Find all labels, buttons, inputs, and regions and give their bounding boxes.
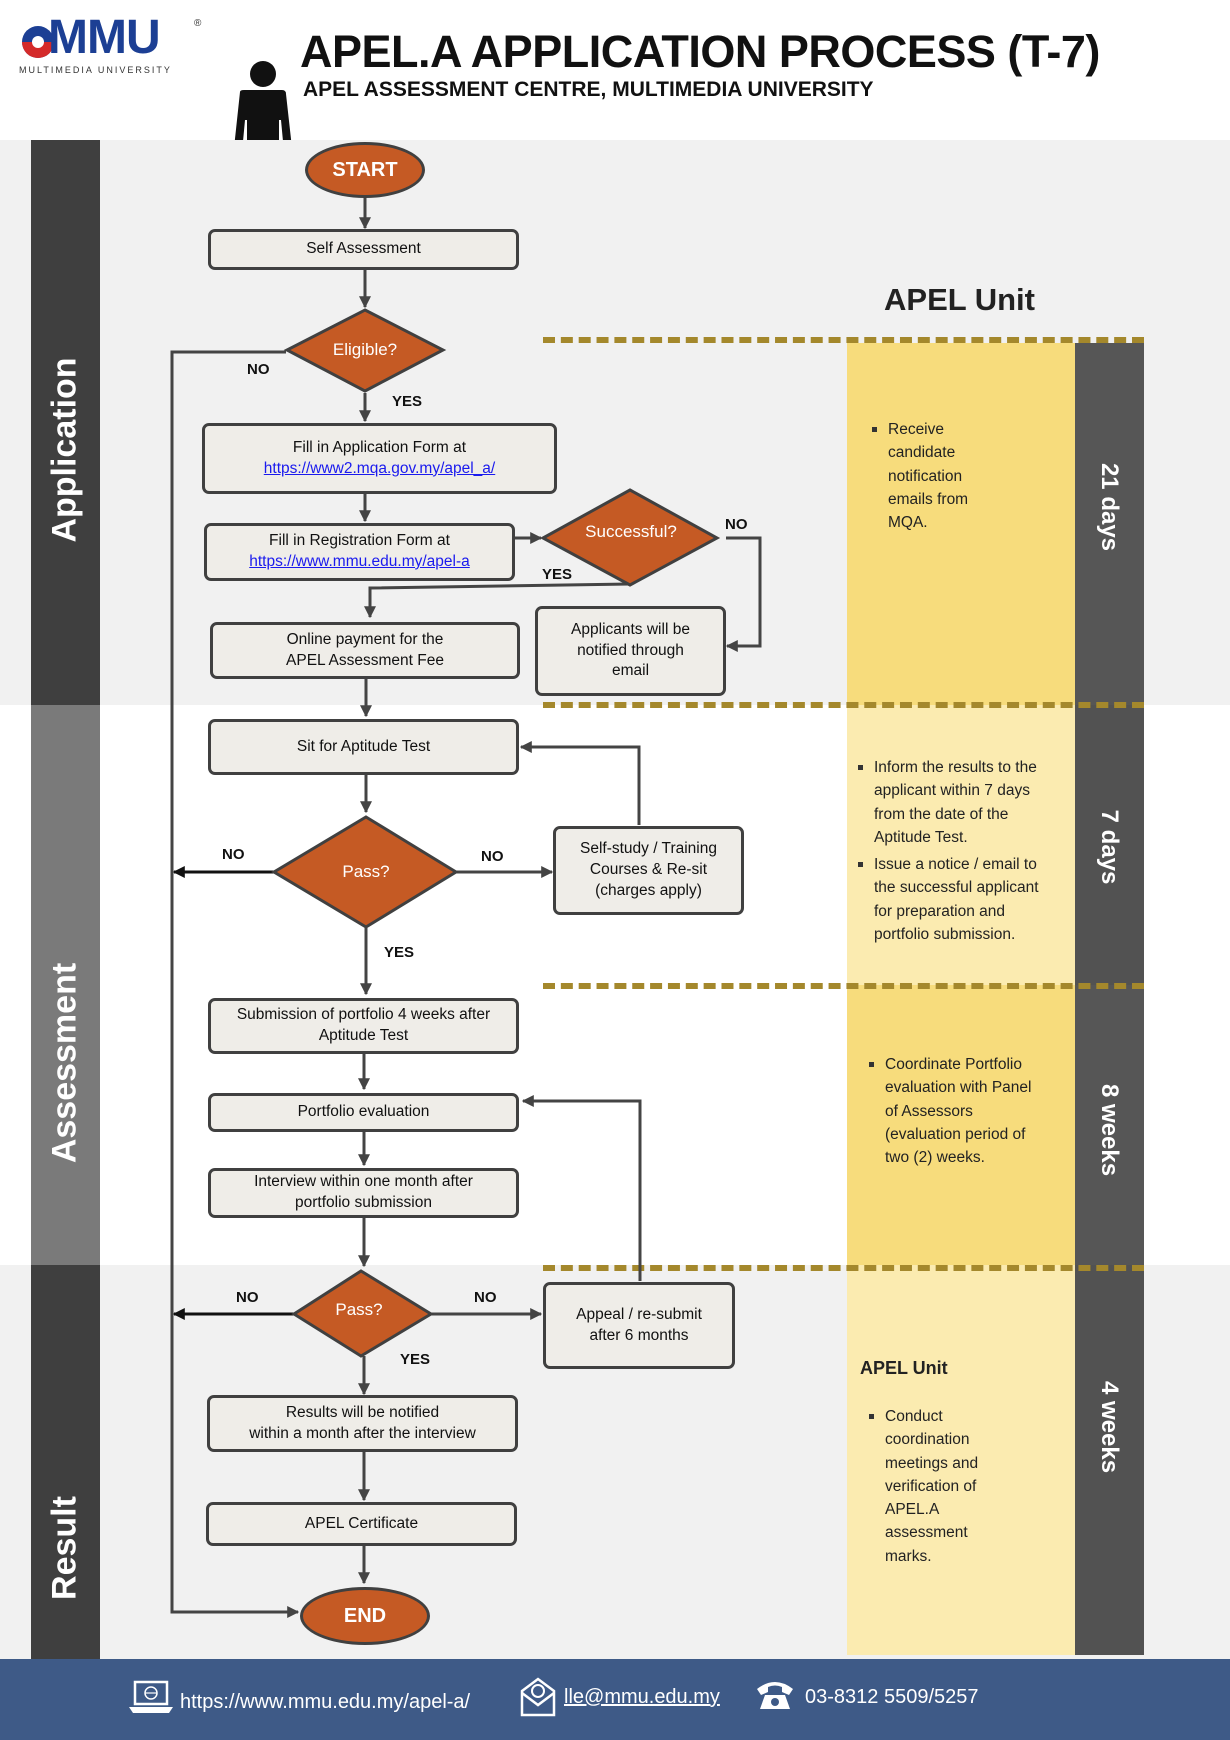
no-label: NO [725,516,748,533]
certificate-box: APEL Certificate [206,1502,517,1546]
eligible-label: Eligible? [332,340,398,359]
pass-diamond-result [291,1269,434,1358]
no-label: NO [222,846,245,863]
interview-box: Interview within one month after portfol… [208,1168,519,1218]
no-label: NO [247,361,270,378]
note-item: Conduct coordination meetings and verifi… [867,1405,987,1568]
self-study-box: Self-study / Training Courses & Re-sit (… [553,826,744,915]
email-icon [520,1677,556,1717]
footer-website[interactable]: https://www.mmu.edu.my/apel-a/ [180,1691,471,1713]
portfolio-submission-box: Submission of portfolio 4 weeks after Ap… [208,998,519,1054]
successful-label: Successful? [585,522,677,541]
apel-unit-title-result: APEL Unit [860,1358,948,1378]
footer-phone: 03-8312 5509/5257 [805,1686,979,1708]
note-item: Coordinate Portfolio evaluation with Pan… [867,1053,1037,1169]
pass-label-result: Pass? [335,1300,383,1319]
yellow-assessment [847,705,1075,985]
divider-dashed [543,1265,1144,1271]
yes-label: YES [384,944,415,961]
duration-result: 4 weeks [1075,1265,1144,1655]
divider-dashed [543,702,1144,708]
notes-portfolio: Coordinate Portfolio evaluation with Pan… [867,1053,1037,1173]
divider-dashed [543,337,1144,343]
end-oval: END [300,1587,430,1645]
logo-subtext: MULTIMEDIA UNIVERSITY [19,65,172,75]
appeal-box: Appeal / re-submit after 6 months [543,1282,735,1369]
no-label: NO [236,1289,259,1306]
no-label: NO [481,848,504,865]
yes-label: YES [542,566,573,583]
duration-assessment: 7 days [1075,705,1144,985]
divider-dashed [543,983,1144,989]
yellow-application [847,343,1075,705]
no-label: NO [474,1289,497,1306]
apel-unit-title: APEL Unit [884,282,1035,317]
registration-form-box: Fill in Registration Form at https://www… [204,523,515,581]
page-subtitle: APEL ASSESSMENT CENTRE, MULTIMEDIA UNIVE… [303,78,874,101]
notes-assessment: Inform the results to the applicant with… [856,756,1056,950]
notes-result: Conduct coordination meetings and verifi… [867,1405,987,1572]
note-item: Inform the results to the applicant with… [856,756,1056,849]
footer: https://www.mmu.edu.my/apel-a/ lle@mmu.e… [0,1659,1230,1740]
pass-label-assessment: Pass? [342,862,390,881]
start-oval: START [305,142,425,198]
logo-text: MMU [48,11,161,64]
lane-application: Application [31,140,100,705]
note-item: Receive candidate notification emails fr… [870,418,1000,534]
logo-mark: ® [194,18,202,29]
payment-box: Online payment for the APEL Assessment F… [210,622,520,679]
aptitude-test-box: Sit for Aptitude Test [208,719,519,775]
yes-label: YES [392,393,423,410]
results-box: Results will be notified within a month … [207,1395,518,1452]
self-assessment-box: Self Assessment [208,229,519,270]
yellow-result [847,1265,1075,1655]
eligible-diamond [283,308,447,393]
note-item: Issue a notice / email to the successful… [856,853,1056,946]
lane-assessment: Assessment [31,705,100,1265]
successful-diamond [539,488,721,587]
yellow-portfolio [847,985,1075,1265]
notes-application: Receive candidate notification emails fr… [870,418,1000,538]
yes-label: YES [400,1351,431,1368]
mqa-link[interactable]: https://www2.mqa.gov.my/apel_a/ [263,459,496,477]
page-title: APEL.A APPLICATION PROCESS (T-7) [300,26,1100,77]
portfolio-evaluation-box: Portfolio evaluation [208,1093,519,1132]
notified-box: Applicants will be notified through emai… [535,606,726,696]
registration-form-text: Fill in Registration Form at [269,532,450,550]
mmu-registration-link[interactable]: https://www.mmu.edu.my/apel-a [249,553,470,570]
footer-email[interactable]: lle@mmu.edu.my [564,1686,720,1708]
lane-result: Result [31,1265,100,1659]
laptop-icon [129,1680,173,1713]
application-form-box: Fill in Application Form at https://www2… [202,423,557,494]
application-form-text: Fill in Application Form at [292,438,467,456]
mmu-logo [22,26,54,58]
pass-diamond-assessment [271,815,459,929]
duration-application: 21 days [1075,343,1144,705]
phone-icon [757,1682,793,1709]
duration-portfolio: 8 weeks [1075,985,1144,1265]
